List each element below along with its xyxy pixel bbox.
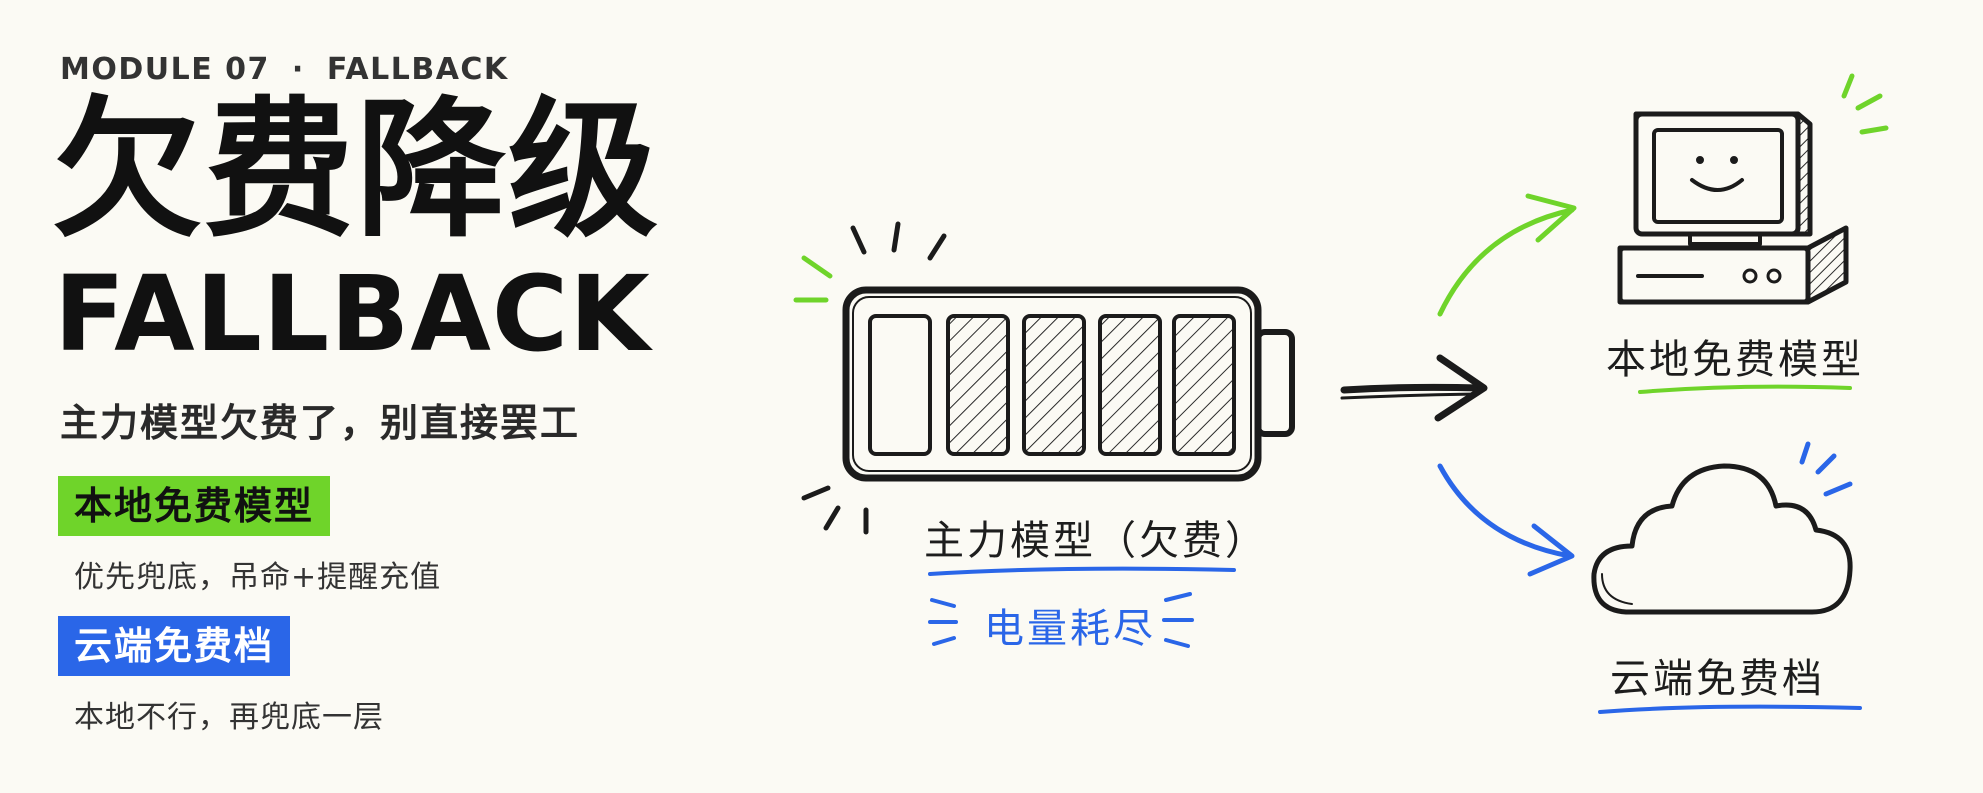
- arrow-to-cloud-icon: [1437, 463, 1575, 577]
- cloud-icon: [1591, 463, 1853, 615]
- cloud-label-underline: [1598, 704, 1862, 714]
- battery-status-label: 电量耗尽: [984, 606, 1156, 652]
- subtitle: 主力模型欠费了，别直接罢工: [60, 401, 581, 445]
- battery-label-underline: [928, 566, 1236, 576]
- module-name: FALLBACK: [326, 52, 509, 87]
- title-english: FALLBACK: [54, 253, 651, 375]
- module-header: MODULE 07 · FALLBACK: [60, 52, 509, 87]
- battery-label: 主力模型（欠费）: [924, 518, 1268, 564]
- tag-local-free-model: 本地免费模型: [58, 476, 331, 536]
- title-chinese: 欠费降级: [52, 84, 661, 258]
- arrow-icon: [1340, 354, 1488, 422]
- tag-cloud-free-tier: 云端免费档: [58, 616, 291, 676]
- local-model-label: 本地免费模型: [1606, 337, 1864, 383]
- battery-icon: [842, 286, 1295, 482]
- module-separator: ·: [291, 52, 305, 87]
- drain-sparks-icon: [928, 592, 1194, 648]
- battery-sparks-icon: [793, 221, 947, 535]
- arrow-to-local-icon: [1437, 193, 1577, 317]
- computer-icon: [1617, 111, 1849, 305]
- desc-cloud-free-tier: 本地不行，再兜底一层: [74, 700, 384, 735]
- desc-local-free-model: 优先兜底，吊命+提醒充值: [74, 560, 442, 595]
- cloud-sparks-icon: [1799, 441, 1853, 497]
- module-number: MODULE 07: [60, 52, 270, 87]
- local-label-underline: [1638, 384, 1852, 394]
- computer-sparks-icon: [1841, 73, 1889, 135]
- cloud-tier-label: 云端免费档: [1610, 656, 1825, 702]
